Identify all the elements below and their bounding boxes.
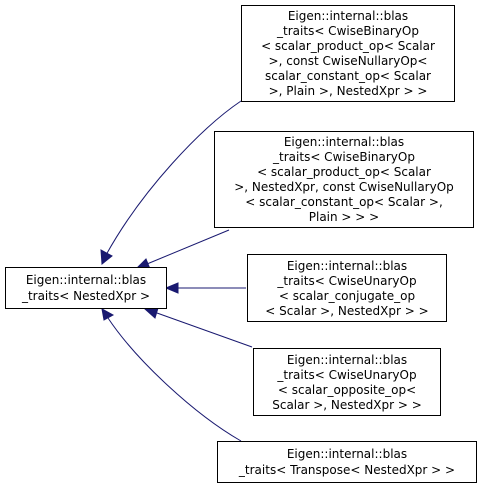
node-label-line: < scalar_opposite_op<	[278, 383, 416, 397]
arrowhead-icon	[143, 307, 159, 319]
node-label-line: < scalar_conjugate_op	[279, 289, 415, 303]
derived-class-node[interactable]: Eigen::internal::blas _traits< CwiseBina…	[241, 5, 455, 102]
node-label-line: _traits< CwiseUnaryOp	[276, 368, 416, 382]
node-label-line: Eigen::internal::blas	[287, 447, 407, 461]
node-label-line: _traits< NestedXpr >	[21, 289, 150, 303]
arrowhead-icon	[164, 282, 179, 294]
node-label-line: < scalar_product_op< Scalar	[261, 39, 435, 53]
node-label-line: < scalar_constant_op< Scalar >,	[245, 195, 443, 209]
derived-class-node[interactable]: Eigen::internal::blas _traits< CwiseUnar…	[247, 254, 447, 322]
inheritance-edge	[105, 100, 242, 256]
node-label-line: _traits< Transpose< NestedXpr > >	[238, 463, 455, 477]
inheritance-edges	[100, 100, 253, 442]
node-label-line: Eigen::internal::blas	[288, 9, 408, 23]
node-label-line: scalar_constant_op< Scalar	[265, 69, 431, 83]
base-class-node[interactable]: Eigen::internal::blas _traits< NestedXpr…	[5, 267, 167, 309]
node-label-line: Eigen::internal::blas	[284, 135, 404, 149]
node-label-line: Plain > > >	[309, 210, 379, 224]
arrowhead-icon	[100, 249, 113, 265]
node-label-line: Scalar >, NestedXpr > >	[272, 398, 422, 412]
inheritance-edge	[107, 317, 242, 442]
arrowhead-icon	[101, 308, 115, 321]
derived-class-node[interactable]: Eigen::internal::blas _traits< CwiseBina…	[214, 131, 474, 228]
node-label-line: >, NestedXpr, const CwiseNullaryOp	[234, 180, 454, 194]
node-label-line: >, Plain >, NestedXpr > >	[269, 84, 428, 98]
node-label-line: < Scalar >, NestedXpr > >	[265, 304, 428, 318]
derived-class-node[interactable]: Eigen::internal::blas _traits< CwiseUnar…	[253, 348, 441, 416]
node-label-line: Eigen::internal::blas	[287, 259, 407, 273]
node-label-line: Eigen::internal::blas	[26, 273, 146, 287]
node-label-line: _traits< CwiseBinaryOp	[272, 150, 415, 164]
derived-class-node[interactable]: Eigen::internal::blas _traits< Transpose…	[217, 441, 477, 483]
node-label-line: >, const CwiseNullaryOp<	[269, 54, 428, 68]
node-label-line: _traits< CwiseUnaryOp	[276, 274, 416, 288]
inheritance-edge	[156, 312, 253, 348]
node-label-line: Eigen::internal::blas	[287, 353, 407, 367]
node-label-line: < scalar_product_op< Scalar	[257, 165, 431, 179]
node-label-line: _traits< CwiseBinaryOp	[276, 24, 419, 38]
inheritance-edge	[146, 229, 230, 265]
